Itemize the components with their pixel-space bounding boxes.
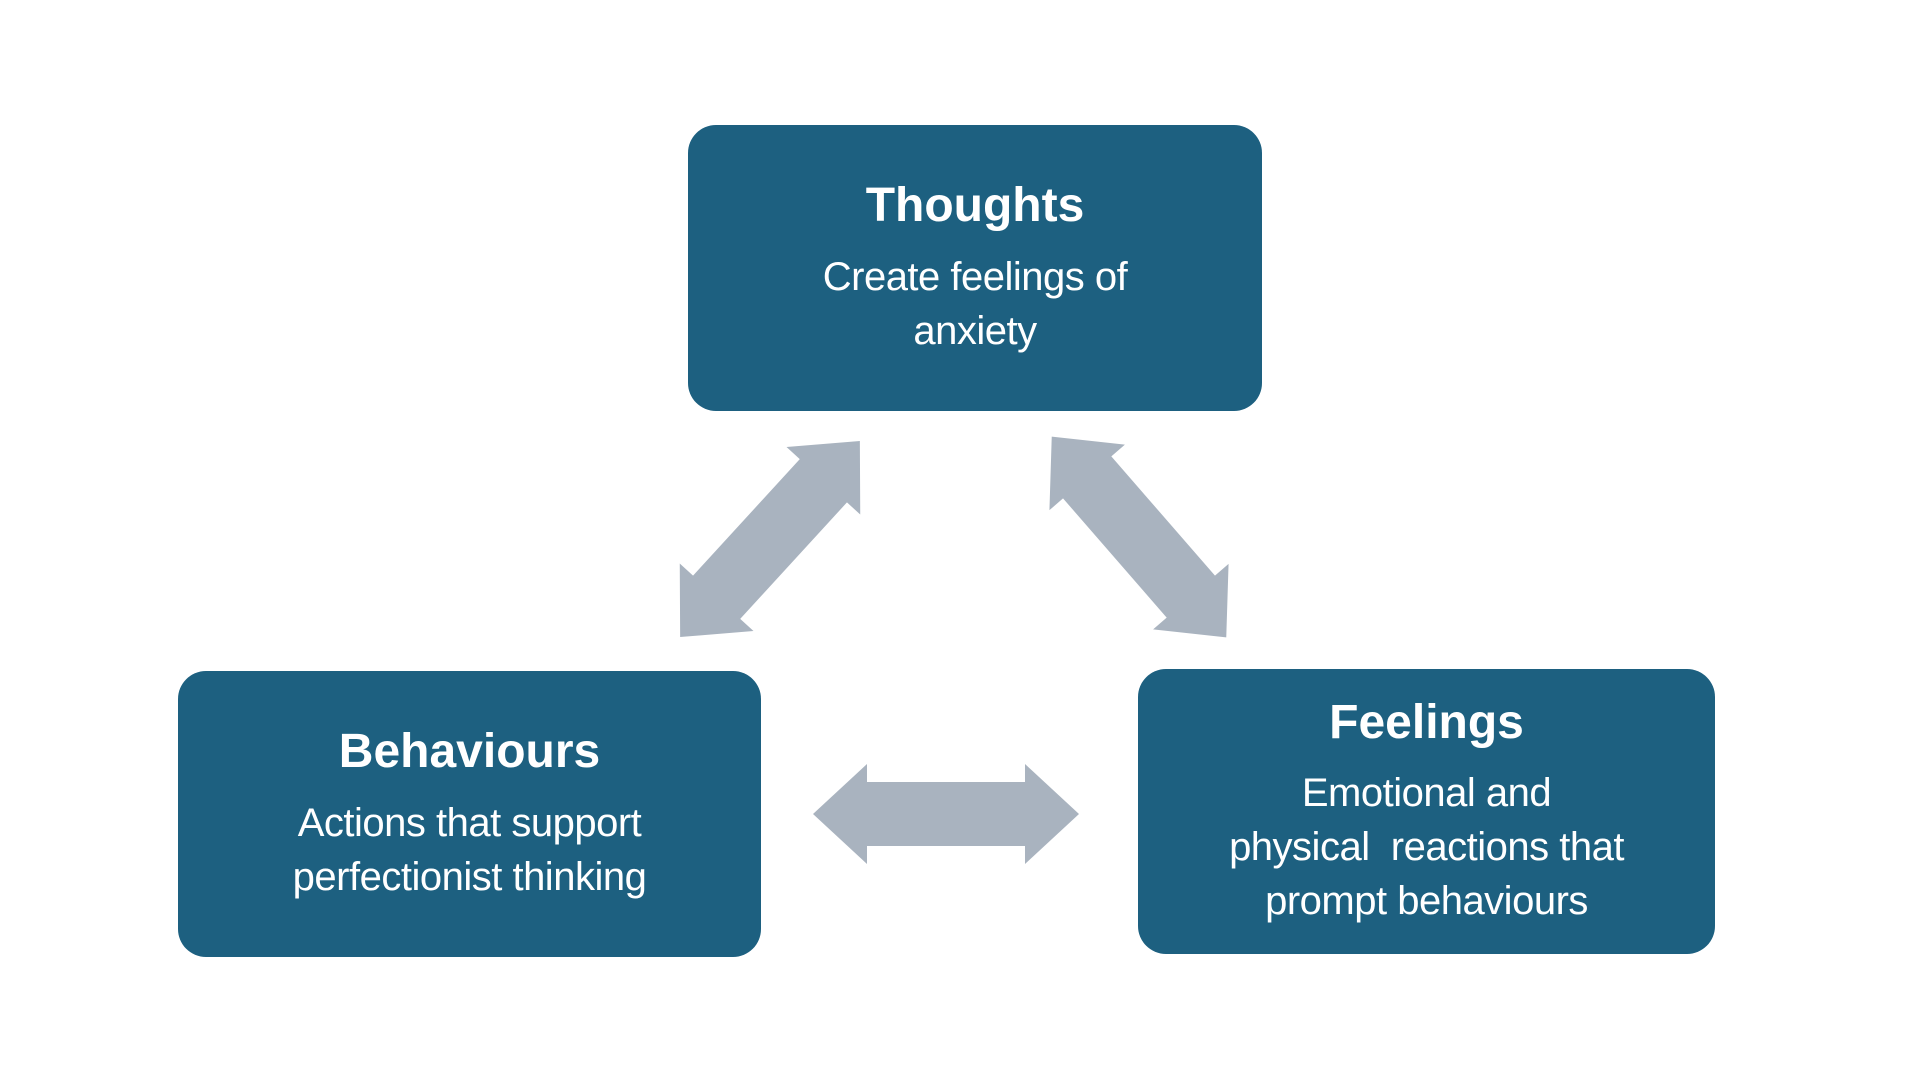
node-behaviours: Behaviours Actions that support perfecti…: [178, 671, 761, 957]
node-feelings-title: Feelings: [1329, 695, 1524, 749]
node-feelings: Feelings Emotional and physical reaction…: [1138, 669, 1715, 954]
node-thoughts-description: Create feelings of anxiety: [822, 254, 1128, 353]
arrow-thoughts-behaviours-icon: [679, 440, 861, 638]
node-thoughts-title: Thoughts: [865, 179, 1085, 233]
node-behaviours-title: Behaviours: [338, 725, 601, 779]
arrow-thoughts-feelings-icon: [1049, 436, 1229, 638]
arrow-behaviours-feelings-icon: [813, 764, 1079, 864]
node-feelings-description: Emotional and physical reactions that pr…: [1229, 771, 1624, 924]
node-thoughts: Thoughts Create feelings of anxiety: [688, 125, 1262, 411]
node-behaviours-description: Actions that support perfectionist think…: [292, 800, 647, 899]
